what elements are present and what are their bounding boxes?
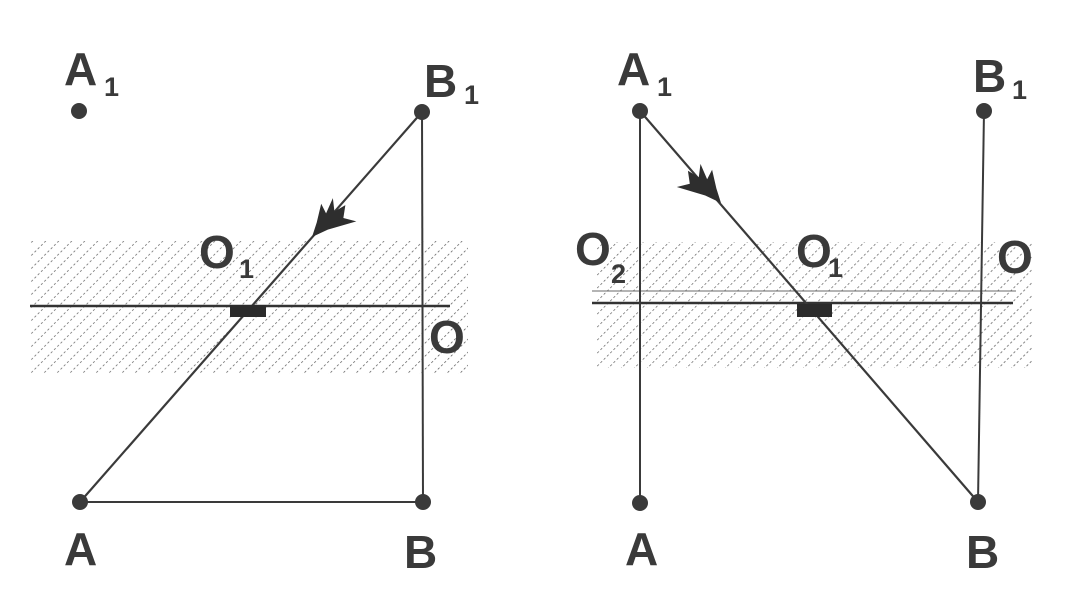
point-A1-left bbox=[71, 103, 87, 119]
pinhole-O1-right bbox=[797, 304, 832, 317]
label-B1-right: B bbox=[973, 50, 1006, 102]
point-B1-left bbox=[414, 104, 430, 120]
label-O-left: O bbox=[429, 311, 465, 363]
point-A1-right bbox=[632, 103, 648, 119]
label-A1-right: A bbox=[617, 43, 650, 95]
point-B-right bbox=[970, 494, 986, 510]
label-A1-sub-left: 1 bbox=[104, 72, 119, 102]
point-B-left bbox=[415, 494, 431, 510]
point-A-left bbox=[72, 494, 88, 510]
point-A-right bbox=[632, 495, 648, 511]
label-A-right: A bbox=[625, 523, 658, 575]
label-O2-sub-right: 2 bbox=[611, 259, 626, 289]
label-A-left: A bbox=[64, 523, 97, 575]
pinhole-O1-left bbox=[230, 305, 266, 317]
point-B1-right bbox=[976, 103, 992, 119]
label-O2-right: O bbox=[575, 223, 611, 275]
panel-left: A 1 B 1 O 1 O A B bbox=[30, 43, 479, 578]
segment-B1-B-right bbox=[977, 110, 985, 503]
label-B1-left: B bbox=[424, 55, 457, 107]
panel-right: A 1 B 1 O 2 O 1 O A B bbox=[575, 43, 1033, 578]
label-B-left: B bbox=[404, 526, 437, 578]
label-A1-sub-right: 1 bbox=[657, 72, 672, 102]
label-O1-left: O bbox=[199, 226, 235, 278]
label-O1-sub-right: 1 bbox=[828, 253, 843, 283]
label-B-right: B bbox=[966, 526, 999, 578]
label-B1-sub-right: 1 bbox=[1012, 75, 1027, 105]
segment-B1-B-left bbox=[421, 111, 424, 503]
label-O1-right: O bbox=[796, 225, 832, 277]
label-O1-sub-left: 1 bbox=[239, 254, 254, 284]
label-A1-left: A bbox=[64, 43, 97, 95]
label-B1-sub-left: 1 bbox=[464, 80, 479, 110]
label-O-right: O bbox=[997, 231, 1033, 283]
